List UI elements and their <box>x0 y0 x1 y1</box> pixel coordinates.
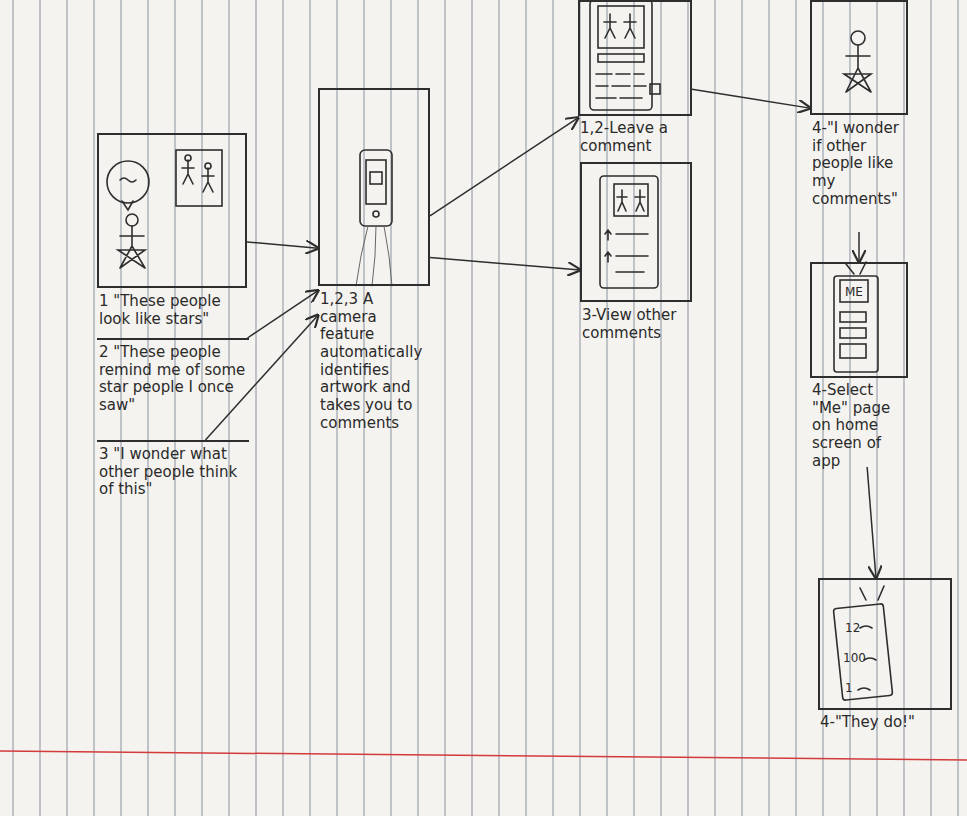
storyboard-panel: 4-"They do!" <box>818 578 952 806</box>
flow-arrow <box>430 118 578 216</box>
flow-arrow <box>867 467 876 578</box>
panel-caption: 1 "These people look like stars" <box>99 293 247 328</box>
panel-caption: 1,2,3 A camera feature automatically ide… <box>320 291 430 433</box>
screen-label: ME <box>845 286 863 298</box>
panel-caption: 3 "I wonder what other people think of t… <box>99 446 249 499</box>
flow-arrow <box>692 89 810 108</box>
flow-arrow <box>430 258 580 270</box>
storyboard-panel: 1,2,3 A camera feature automatically ide… <box>318 88 430 418</box>
panel-frame <box>810 0 908 115</box>
screen-label: 1 <box>845 682 853 694</box>
screen-label: 12 <box>845 622 860 634</box>
flow-arrow <box>247 291 318 338</box>
panel-frame <box>97 133 247 288</box>
panel-frame <box>580 162 692 302</box>
panel-caption: 4-"I wonder if other people like my comm… <box>812 120 908 208</box>
storyboard-panel: 1,2-Leave a comment <box>578 0 692 160</box>
panel-caption: 4-"They do!" <box>820 714 952 732</box>
flow-arrow <box>247 242 318 248</box>
panel-frame <box>810 262 908 378</box>
panel-frame <box>818 578 952 710</box>
screen-label: 100 <box>843 652 866 664</box>
panel-caption: 4-Select "Me" page on home screen of app <box>812 382 908 470</box>
panel-frame <box>578 0 692 116</box>
caption-band: 2 "These people remind me of some star p… <box>97 338 249 438</box>
panel-caption: 2 "These people remind me of some star p… <box>99 344 249 415</box>
storyboard-panel: 4-"I wonder if other people like my comm… <box>810 0 908 232</box>
panel-caption: 3-View other comments <box>582 307 692 342</box>
flow-arrow <box>858 232 860 262</box>
panel-caption: 1,2-Leave a comment <box>580 120 692 155</box>
storyboard-panel: 3-View other comments <box>580 162 692 387</box>
storyboard-panel: 1 "These people look like stars" <box>97 133 247 338</box>
panel-frame <box>318 88 430 286</box>
caption-band: 3 "I wonder what other people think of t… <box>97 440 249 512</box>
